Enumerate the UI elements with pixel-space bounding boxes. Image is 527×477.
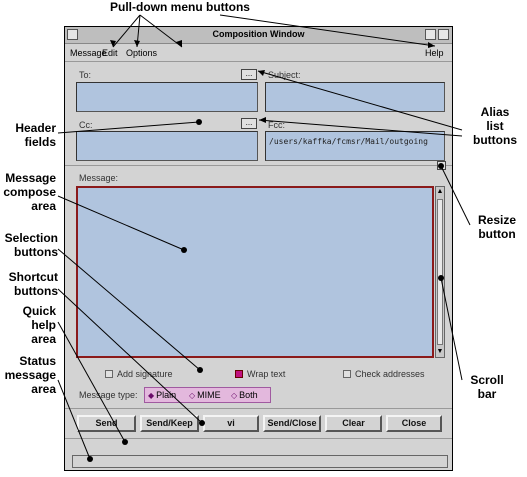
message-type-label: Message type: — [79, 390, 138, 400]
annotation-shortcut-buttons: Shortcut buttons — [8, 270, 58, 298]
quick-help-separator — [65, 438, 452, 439]
message-label: Message: — [79, 173, 119, 183]
annotation-scroll-bar: Scroll bar — [470, 373, 504, 401]
to-label: To: — [79, 70, 92, 80]
window-menu-button[interactable] — [67, 29, 78, 40]
fcc-field[interactable]: /users/kaffka/fcmsr/Mail/outgoing — [265, 131, 445, 161]
wrap-text-checkbox[interactable]: Wrap text — [235, 369, 285, 379]
annotation-alias-list-buttons: Alias list buttons — [473, 105, 517, 147]
scroll-down-arrow-icon[interactable]: ▼ — [436, 348, 444, 355]
radio-unselected-icon: ◇ — [189, 390, 196, 400]
resize-button[interactable] — [437, 161, 446, 170]
maximize-button[interactable] — [438, 29, 449, 40]
fcc-label: Fcc: — [268, 120, 285, 130]
radio-plain[interactable]: ◆ Plain — [148, 390, 176, 400]
subject-field[interactable] — [265, 82, 445, 112]
window-title: Composition Window — [212, 29, 305, 39]
subject-label: Subject: — [268, 70, 301, 80]
annotation-selection-buttons: Selection buttons — [4, 231, 58, 259]
annotation-status-message-area: Status message area — [4, 354, 56, 396]
quick-help-area — [72, 440, 448, 453]
radio-plain-label: Plain — [156, 390, 177, 400]
to-field[interactable] — [76, 82, 258, 112]
radio-selected-icon: ◆ — [148, 390, 155, 400]
menu-message[interactable]: Message — [70, 48, 107, 58]
check-addresses-checkbox[interactable]: Check addresses — [343, 369, 425, 379]
clear-button[interactable]: Clear — [325, 415, 382, 432]
send-close-button[interactable]: Send/Close — [263, 415, 321, 432]
add-signature-label: Add signature — [117, 369, 173, 379]
menu-edit[interactable]: Edit — [102, 48, 118, 58]
menu-bar: Message Edit Options Help — [65, 44, 452, 62]
add-signature-checkbox[interactable]: Add signature — [105, 369, 173, 379]
radio-mime-label: MIME — [197, 390, 221, 400]
cc-alias-button[interactable]: ... — [241, 118, 257, 129]
send-button[interactable]: Send — [77, 415, 136, 432]
title-bar[interactable]: Composition Window — [65, 27, 452, 44]
to-alias-button[interactable]: ... — [241, 69, 257, 80]
close-button[interactable]: Close — [386, 415, 442, 432]
options-separator — [65, 408, 452, 409]
annotation-pulldown-menu-buttons: Pull-down menu buttons — [110, 0, 250, 14]
vi-button[interactable]: vi — [203, 415, 259, 432]
cc-label: Cc: — [79, 120, 93, 130]
cc-field[interactable] — [76, 131, 258, 161]
annotation-message-compose-area: Message compose area — [3, 171, 56, 213]
wrap-text-label: Wrap text — [247, 369, 286, 379]
radio-both-label: Both — [239, 390, 258, 400]
check-addresses-box[interactable] — [343, 370, 351, 378]
composition-window: Composition Window Message Edit Options … — [64, 26, 453, 471]
wrap-text-box[interactable] — [235, 370, 243, 378]
annotation-quick-help-area: Quick help area — [22, 304, 56, 346]
scroll-thumb[interactable] — [437, 199, 443, 345]
minimize-button[interactable] — [425, 29, 436, 40]
radio-both[interactable]: ◇ Both — [231, 390, 258, 400]
scroll-up-arrow-icon[interactable]: ▲ — [436, 188, 444, 195]
check-addresses-label: Check addresses — [355, 369, 425, 379]
fcc-value: /users/kaffka/fcmsr/Mail/outgoing — [269, 137, 428, 146]
message-type-radio-group: ◆ Plain ◇ MIME ◇ Both — [144, 387, 271, 403]
status-message-area — [72, 455, 448, 468]
annotation-resize-button: Resize button — [477, 213, 517, 241]
vertical-scrollbar[interactable]: ▲ ▼ — [435, 186, 445, 358]
menu-help[interactable]: Help — [425, 48, 444, 58]
add-signature-box[interactable] — [105, 370, 113, 378]
radio-unselected-icon: ◇ — [231, 390, 238, 400]
message-compose-area[interactable] — [76, 186, 434, 358]
annotation-header-fields: Header fields — [15, 121, 56, 149]
send-keep-button[interactable]: Send/Keep — [140, 415, 199, 432]
menu-options[interactable]: Options — [126, 48, 158, 58]
header-separator — [65, 165, 452, 166]
radio-mime[interactable]: ◇ MIME — [189, 390, 221, 400]
